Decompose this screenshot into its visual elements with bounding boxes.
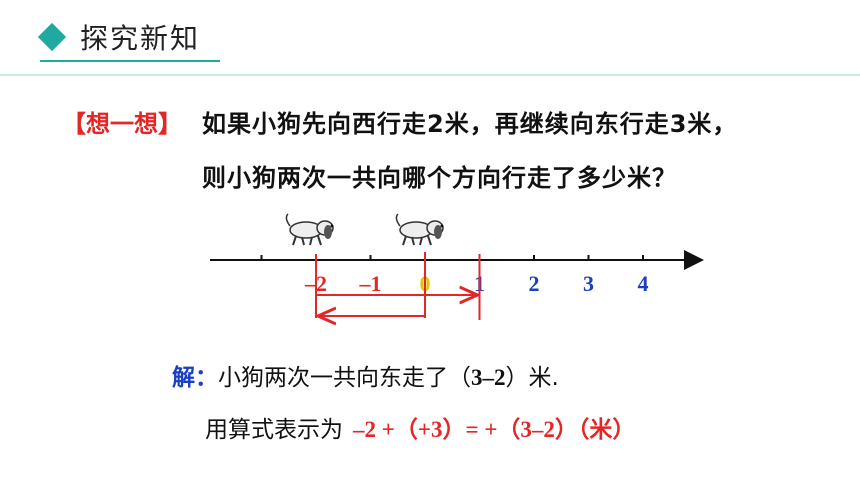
think-tag: 【想一想】 — [62, 110, 182, 138]
header-rule — [0, 74, 860, 76]
title-underline — [40, 60, 220, 62]
formula-expression: –2 +（+3）= +（3–2）（米） — [353, 417, 636, 442]
solution-text: 小狗两次一共向东走了（ — [218, 365, 471, 391]
tick-label: 3 — [583, 271, 594, 296]
solution-label: 解： — [172, 365, 218, 391]
diamond-icon — [37, 22, 67, 52]
number-line-diagram: –2–101234 — [210, 213, 704, 340]
tick-label: 4 — [638, 271, 649, 296]
formula-line: 用算式表示为 –2 +（+3）= +（3–2）（米） — [205, 410, 635, 444]
solution-line: 解：小狗两次一共向东走了（3–2）米. — [172, 358, 559, 392]
dog-icon-end — [395, 213, 444, 246]
dog-icon-start — [285, 213, 334, 246]
axis-tick-labels: –2–101234 — [304, 271, 649, 296]
formula-prefix: 用算式表示为 — [205, 417, 343, 443]
solution-suffix: ）米. — [505, 365, 559, 391]
tick-label: 2 — [529, 271, 540, 296]
question-line-1: 如果小狗先向西行走2米，再继续向东行走3米， — [202, 110, 738, 138]
section-title: 探究新知 — [80, 22, 201, 55]
solution-value: 3–2 — [471, 365, 506, 390]
question-line-2: 则小狗两次一共向哪个方向行走了多少米？ — [202, 164, 677, 192]
tick-label: –1 — [359, 271, 382, 296]
header: 探究新知 — [0, 0, 860, 80]
